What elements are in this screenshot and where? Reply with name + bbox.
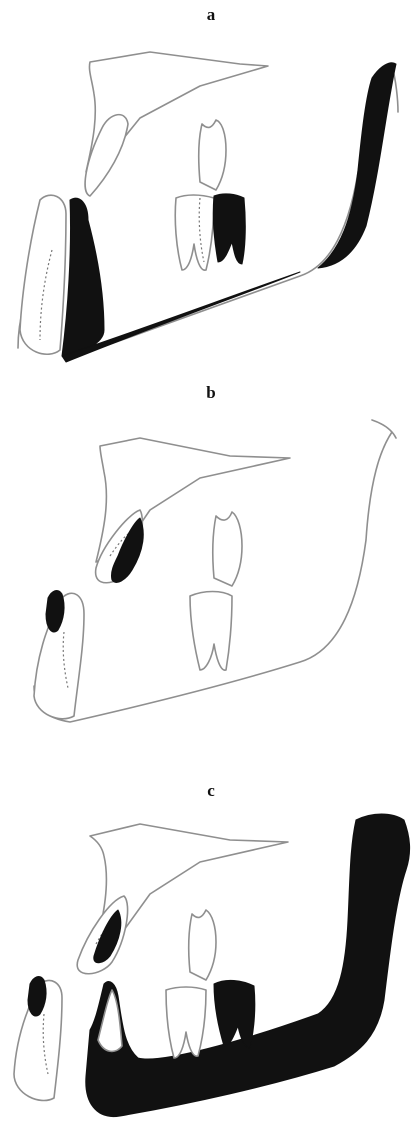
growth-area-mandible-c [86,814,410,1117]
diagram-panel-c [0,804,419,1124]
upper-molar-a [199,120,226,190]
lower-molar-white-c [166,987,206,1058]
growth-area-ramus-a [318,63,396,268]
upper-molar-b [213,512,242,586]
lower-molar-white-a [175,195,214,270]
panel-label-a: a [196,6,226,23]
panel-label-b: b [196,384,226,401]
panel-label-c: c [196,782,226,799]
lower-molar-b [190,592,232,671]
growth-area-symphysis-a [62,198,104,356]
upper-molar-c [189,910,216,980]
diagram-panel-b [0,404,419,764]
lower-molar-dark-a [213,194,245,264]
lower-incisor-a [20,195,66,354]
lower-molar-dark-c [214,980,255,1048]
diagram-panel-a [0,34,419,379]
upper-incisor-a [85,115,128,196]
